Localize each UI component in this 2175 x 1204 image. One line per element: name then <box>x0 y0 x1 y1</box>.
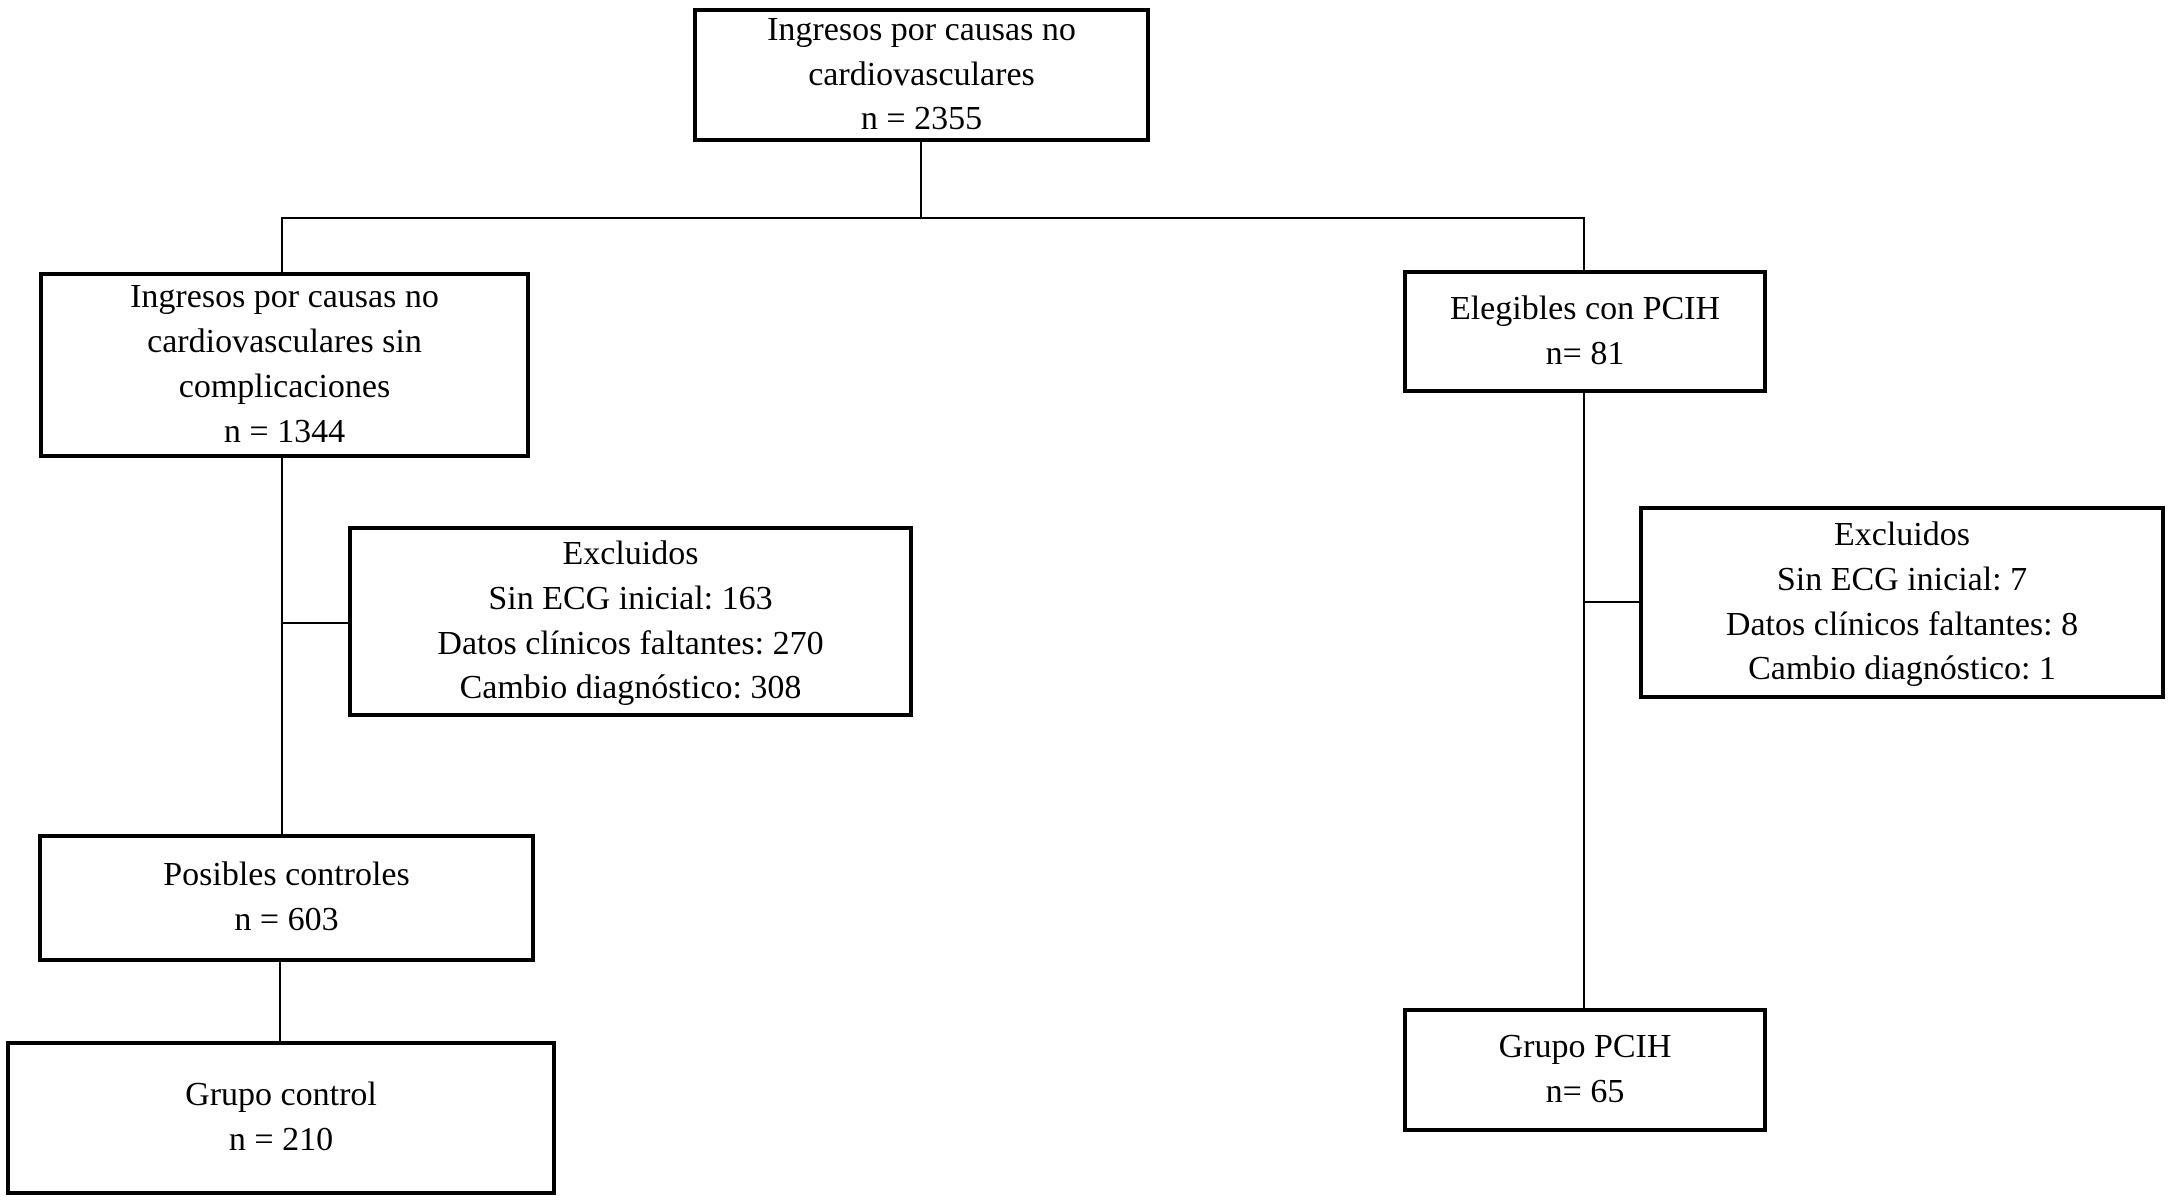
node-title-line: Excluidos <box>562 534 699 572</box>
node-text-line: Sin ECG inicial: 7 <box>1776 560 2028 598</box>
node-count-line: n = 603 <box>234 901 339 938</box>
connector-branch-to-elegibles <box>1583 217 1585 271</box>
connector-total-to-branch <box>920 142 922 219</box>
node-count-line: n= 65 <box>1545 1073 1625 1110</box>
node-text-line: Datos clínicos faltantes: 8 <box>1725 605 2079 643</box>
node-text-line: Cambio diagnóstico: 308 <box>459 669 802 707</box>
node-text-line: Posibles controles <box>163 856 410 894</box>
node-posibles-controles: Posibles controles n = 603 <box>38 834 535 962</box>
node-text-line: Elegibles con PCIH <box>1449 289 1721 327</box>
connector-right-excluidos-tick <box>1583 601 1640 603</box>
node-text-line: Grupo PCIH <box>1498 1028 1672 1066</box>
node-count-line: n = 2355 <box>860 100 983 138</box>
node-count-line: n = 1344 <box>223 412 346 450</box>
node-text-line: Cambio diagnóstico: 1 <box>1748 650 2056 688</box>
node-excluidos-controles: Excluidos Sin ECG inicial: 163 Datos clí… <box>348 526 913 717</box>
node-count-line: n= 81 <box>1545 334 1625 372</box>
connector-branch-to-sin-complicaciones <box>281 217 283 273</box>
node-count-line: n = 210 <box>228 1121 334 1158</box>
node-text-line: Ingresos por causas no <box>767 10 1076 48</box>
connector-left-spine <box>281 458 283 835</box>
node-title-line: Excluidos <box>1834 515 1970 553</box>
node-text-line: Datos clínicos faltantes: 270 <box>437 624 824 662</box>
node-elegibles-pcih: Elegibles con PCIH n= 81 <box>1403 270 1767 393</box>
node-ingresos-sin-complicaciones: Ingresos por causas no cardiovasculares … <box>39 272 530 458</box>
connector-branch-horizontal <box>281 217 1585 219</box>
connector-left-excluidos-tick <box>281 622 349 624</box>
node-text-line: cardiovasculares <box>808 55 1035 93</box>
node-grupo-pcih: Grupo PCIH n= 65 <box>1403 1008 1767 1132</box>
node-grupo-control: Grupo control n = 210 <box>6 1041 556 1195</box>
connector-posibles-to-grupo-control <box>279 962 281 1042</box>
node-text-line: cardiovasculares sin <box>147 323 422 361</box>
node-ingresos-total: Ingresos por causas no cardiovasculares … <box>693 8 1150 142</box>
node-text-line: Sin ECG inicial: 163 <box>488 579 773 617</box>
node-excluidos-pcih: Excluidos Sin ECG inicial: 7 Datos clíni… <box>1639 506 2165 699</box>
node-text-line: complicaciones <box>178 368 391 405</box>
node-text-line: Grupo control <box>185 1076 377 1114</box>
connector-right-spine <box>1583 393 1585 1009</box>
node-text-line: Ingresos por causas no <box>130 278 439 316</box>
